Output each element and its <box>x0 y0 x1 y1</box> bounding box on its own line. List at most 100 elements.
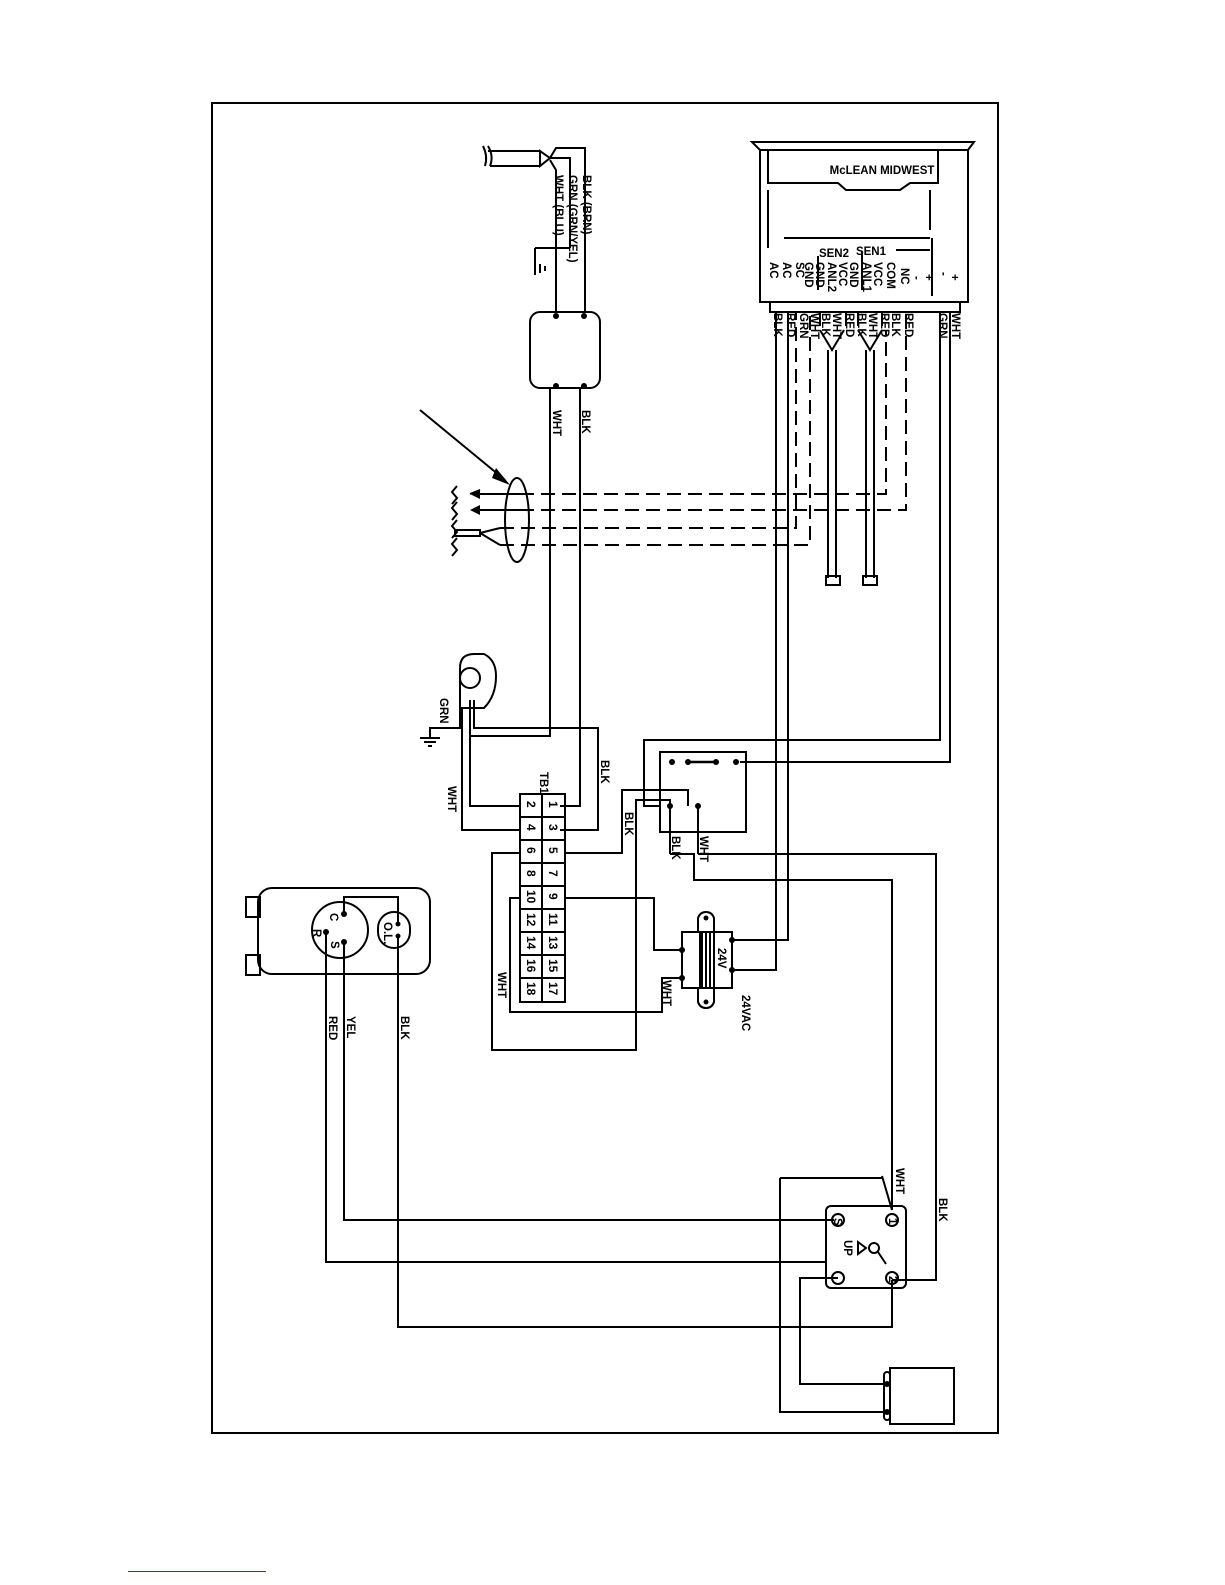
dashed-wires <box>500 312 907 546</box>
controller: McLEAN MIDWEST SEN2 SEN1 AC AC SC GND GN… <box>749 141 976 339</box>
wire-label: BLK <box>669 836 681 860</box>
wire-comp-yel <box>343 942 834 1221</box>
wire-label: WHT <box>866 313 878 339</box>
wire-relay-wht <box>740 312 951 763</box>
cord-label-blk: BLK (BRN) <box>580 175 592 235</box>
wire-label: BLK <box>598 760 610 784</box>
wire-fan-blk <box>473 700 599 831</box>
wire-label: WHT <box>660 980 672 1006</box>
tb-terminal: 9 <box>546 893 560 900</box>
terminal-label: + <box>922 274 934 281</box>
wire-label: RED <box>843 313 855 337</box>
controller-terminal-labels: AC AC SC GND GND ANL2 VCC GND ANL1 VCC C… <box>767 262 960 293</box>
relay-terminal-s: S <box>831 1218 843 1226</box>
tb-terminal: 8 <box>524 870 538 877</box>
terminal-label: SC <box>793 262 805 278</box>
overload-label: O.L. <box>381 922 393 944</box>
wire-tb-2 <box>469 700 520 807</box>
wire-label: RED <box>326 1016 338 1040</box>
switch-box: BLK WHT <box>659 751 747 862</box>
wire-comp-blk <box>397 936 893 1328</box>
wire-label: GRN <box>936 313 948 339</box>
terminal-label: GND <box>802 262 814 288</box>
wire-label: RED <box>784 313 796 337</box>
relay-arrow-label: UP <box>841 1240 853 1256</box>
wire-label: WHT <box>697 836 709 862</box>
condenser-fan: GRN <box>420 653 498 747</box>
terminal-label: AC <box>767 262 779 279</box>
fan-ground-label: GRN <box>437 698 449 724</box>
terminal-label: - <box>910 276 922 280</box>
wire-label: WHT <box>893 1168 905 1194</box>
compressor-terminal-c: C <box>327 913 339 921</box>
terminal-label: ANL1 <box>860 262 872 293</box>
wire-label: BLK <box>398 1016 410 1040</box>
tb-terminal: 14 <box>524 936 538 950</box>
terminal-label: ANL2 <box>825 262 837 292</box>
tb-terminal: 18 <box>524 982 538 996</box>
compressor: C R S O.L. <box>245 887 431 976</box>
controller-terminal-strip <box>769 301 961 313</box>
tb-terminal: 12 <box>524 913 538 927</box>
sensor-probe-1 <box>857 329 883 586</box>
tb-terminal: 6 <box>524 847 538 854</box>
wire-label: BLK <box>936 1198 948 1222</box>
wire-comp-red <box>325 932 826 1263</box>
diagram-frame <box>211 102 999 1434</box>
sensor-probe-2 <box>819 329 845 586</box>
tb-terminal: 2 <box>524 801 538 808</box>
tb-terminal: 15 <box>546 959 560 973</box>
terminal-label: NC <box>898 268 910 285</box>
terminal-block: TB1 1 2 3 4 5 6 7 8 9 10 11 12 13 14 15 … <box>519 772 566 1003</box>
terminal-label: - <box>937 272 949 276</box>
wire-ac-blk <box>732 312 777 971</box>
power-cord: BLK (BRN) GRN (GRN/YEL) WHT (BLU) <box>482 145 592 312</box>
controller-wire-labels: BLK RED GRN WHT BLK WHT RED BLK WHT RED … <box>771 313 961 339</box>
terminal-block-label: TB1 <box>537 772 549 794</box>
wire-label: BLK <box>622 812 634 836</box>
wire-label: BLK <box>579 410 591 434</box>
wire-label: WHT <box>550 410 562 436</box>
sensor-group-sen2: SEN2 <box>819 248 849 260</box>
compressor-terminal-s: S <box>328 941 340 949</box>
tb-terminal: 7 <box>546 870 560 877</box>
start-relay: S 1 2 UP <box>825 1205 907 1289</box>
transformer: 24V 24VAC <box>679 910 751 1031</box>
wire-ac-red <box>732 312 789 941</box>
tb-terminal: 5 <box>546 847 560 854</box>
wire-switch-relay-wht <box>670 853 893 1210</box>
terminal-label: COM <box>884 262 896 289</box>
wire-wht-main <box>469 388 551 737</box>
tb-terminal: 17 <box>546 982 560 996</box>
wire-tb9-transformer <box>565 897 682 951</box>
cable-bundle <box>419 409 530 563</box>
wire-label: YEL <box>344 1016 356 1038</box>
tb-terminal: 16 <box>524 959 538 973</box>
run-capacitor <box>883 1367 955 1425</box>
page-link-underline <box>128 1571 266 1572</box>
wire-label: WHT <box>949 313 961 339</box>
wire-tb5-switch <box>565 789 689 854</box>
wire-label: GRN <box>797 313 809 339</box>
wire-fan-wht <box>461 708 520 831</box>
terminal-label: + <box>948 274 960 281</box>
terminal-label: GND <box>847 262 859 288</box>
wire-relay-cap-1 <box>799 1277 888 1385</box>
wire-blk-main <box>560 388 581 807</box>
relay-terminal-1: 1 <box>886 1218 898 1225</box>
tb-terminal: 3 <box>546 824 560 831</box>
wire-label: WHT <box>495 972 507 998</box>
sensor-group-sen1: SEN1 <box>856 246 887 258</box>
compressor-terminal-r: R <box>310 929 322 938</box>
terminal-label: GND <box>813 262 825 288</box>
wire-label: WHT <box>830 313 842 339</box>
wire-label: BLK <box>819 313 831 337</box>
cord-label-grn: GRN (GRN/YEL) <box>566 175 578 263</box>
relay-terminal-2: 2 <box>886 1276 898 1282</box>
tb-terminal: 1 <box>546 801 560 808</box>
transformer-inner-label: 24V <box>715 948 727 969</box>
terminal-label: VCC <box>836 262 848 286</box>
tb-terminal: 4 <box>524 824 538 831</box>
controller-brand: McLEAN MIDWEST <box>830 165 935 177</box>
